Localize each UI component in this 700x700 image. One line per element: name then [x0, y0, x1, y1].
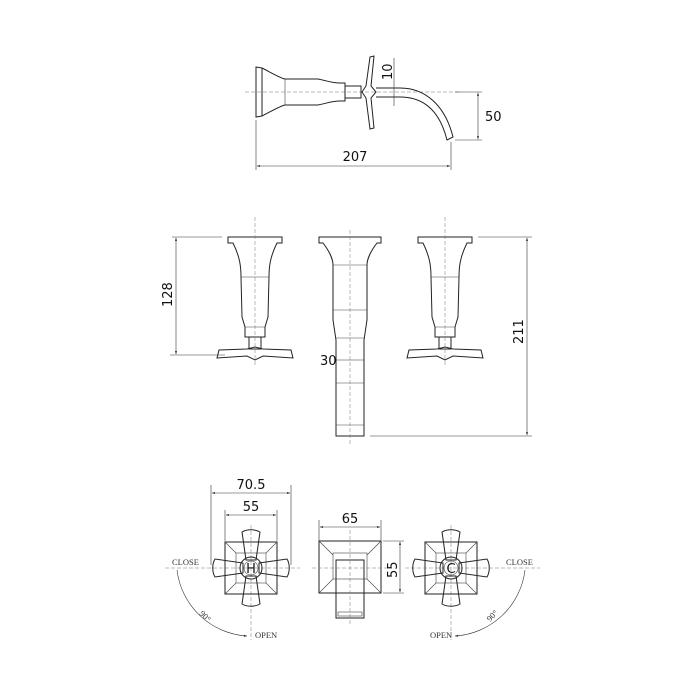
- dim-handle-height-128: 128: [161, 282, 176, 307]
- side-view: 207 50 10: [245, 55, 502, 170]
- open-label-left: OPEN: [255, 630, 277, 640]
- open-label-right: OPEN: [430, 630, 452, 640]
- dim-length-207: 207: [343, 150, 368, 165]
- dim-spout-plate-height-55: 55: [386, 561, 401, 578]
- front-view: 128 30 211: [161, 216, 532, 445]
- plan-view: H 70.5 55 CLOSE OPEN 90° 65 55 C CLOSE: [165, 478, 540, 640]
- dim-handle-plate-55: 55: [243, 500, 260, 515]
- cold-label: C: [446, 562, 455, 577]
- dim-spout-width-30: 30: [320, 354, 337, 369]
- dim-spout-length-211: 211: [512, 319, 527, 344]
- close-label-right: CLOSE: [506, 557, 533, 567]
- dim-offset-10: 10: [381, 63, 396, 80]
- dim-spout-plate-width-65: 65: [342, 512, 359, 527]
- rotation-label-left: 90°: [198, 608, 213, 623]
- close-label-left: CLOSE: [172, 557, 199, 567]
- dim-drop-50: 50: [485, 110, 502, 125]
- hot-label: H: [246, 562, 256, 577]
- dim-handle-span-70-5: 70.5: [237, 478, 266, 493]
- rotation-label-right: 90°: [484, 608, 499, 623]
